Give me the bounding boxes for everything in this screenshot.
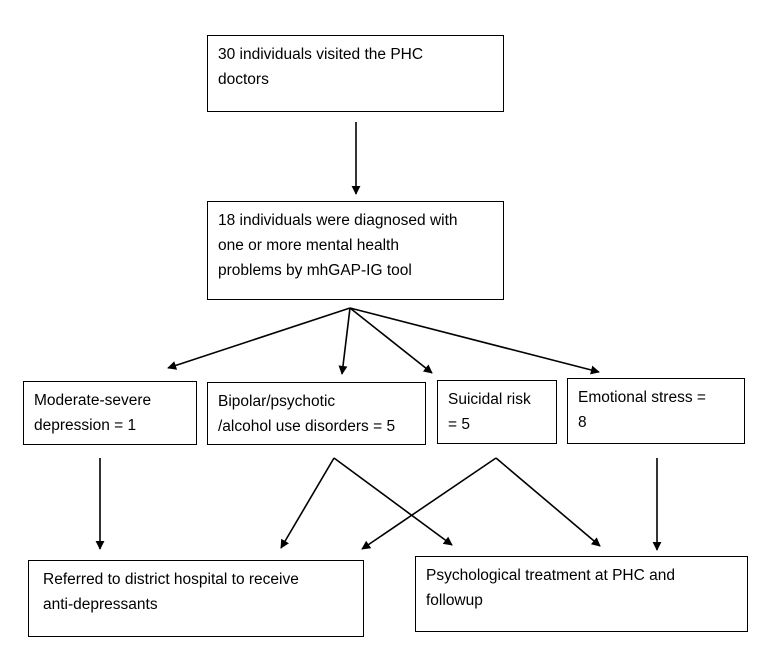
arrow-suicidal-to-referred [361,457,497,550]
suicidal-box: Suicidal risk = 5 [437,380,557,444]
emotional-box: Emotional stress = 8 [567,378,745,444]
arrow-bipolar-to-psych [333,457,453,546]
bipolar-box: Bipolar/psychotic /alcohol use disorders… [207,382,426,445]
arrow-bipolar-to-referred [280,457,335,549]
arrow-diagnosed-to-depression [167,307,351,370]
depression-box: Moderate-severe depression = 1 [23,381,197,445]
visited-box: 30 individuals visited the PHC doctors [207,35,504,112]
psych-box: Psychological treatment at PHC and follo… [415,556,748,632]
diagnosed-box: 18 individuals were diagnosed with one o… [207,201,504,300]
arrow-suicidal-to-psych [495,457,601,547]
arrow-diagnosed-to-bipolar [338,307,351,375]
arrow-diagnosed-to-emotional [349,307,600,375]
referred-box: Referred to district hospital to receive… [28,560,364,637]
arrow-diagnosed-to-suicidal [349,307,433,374]
